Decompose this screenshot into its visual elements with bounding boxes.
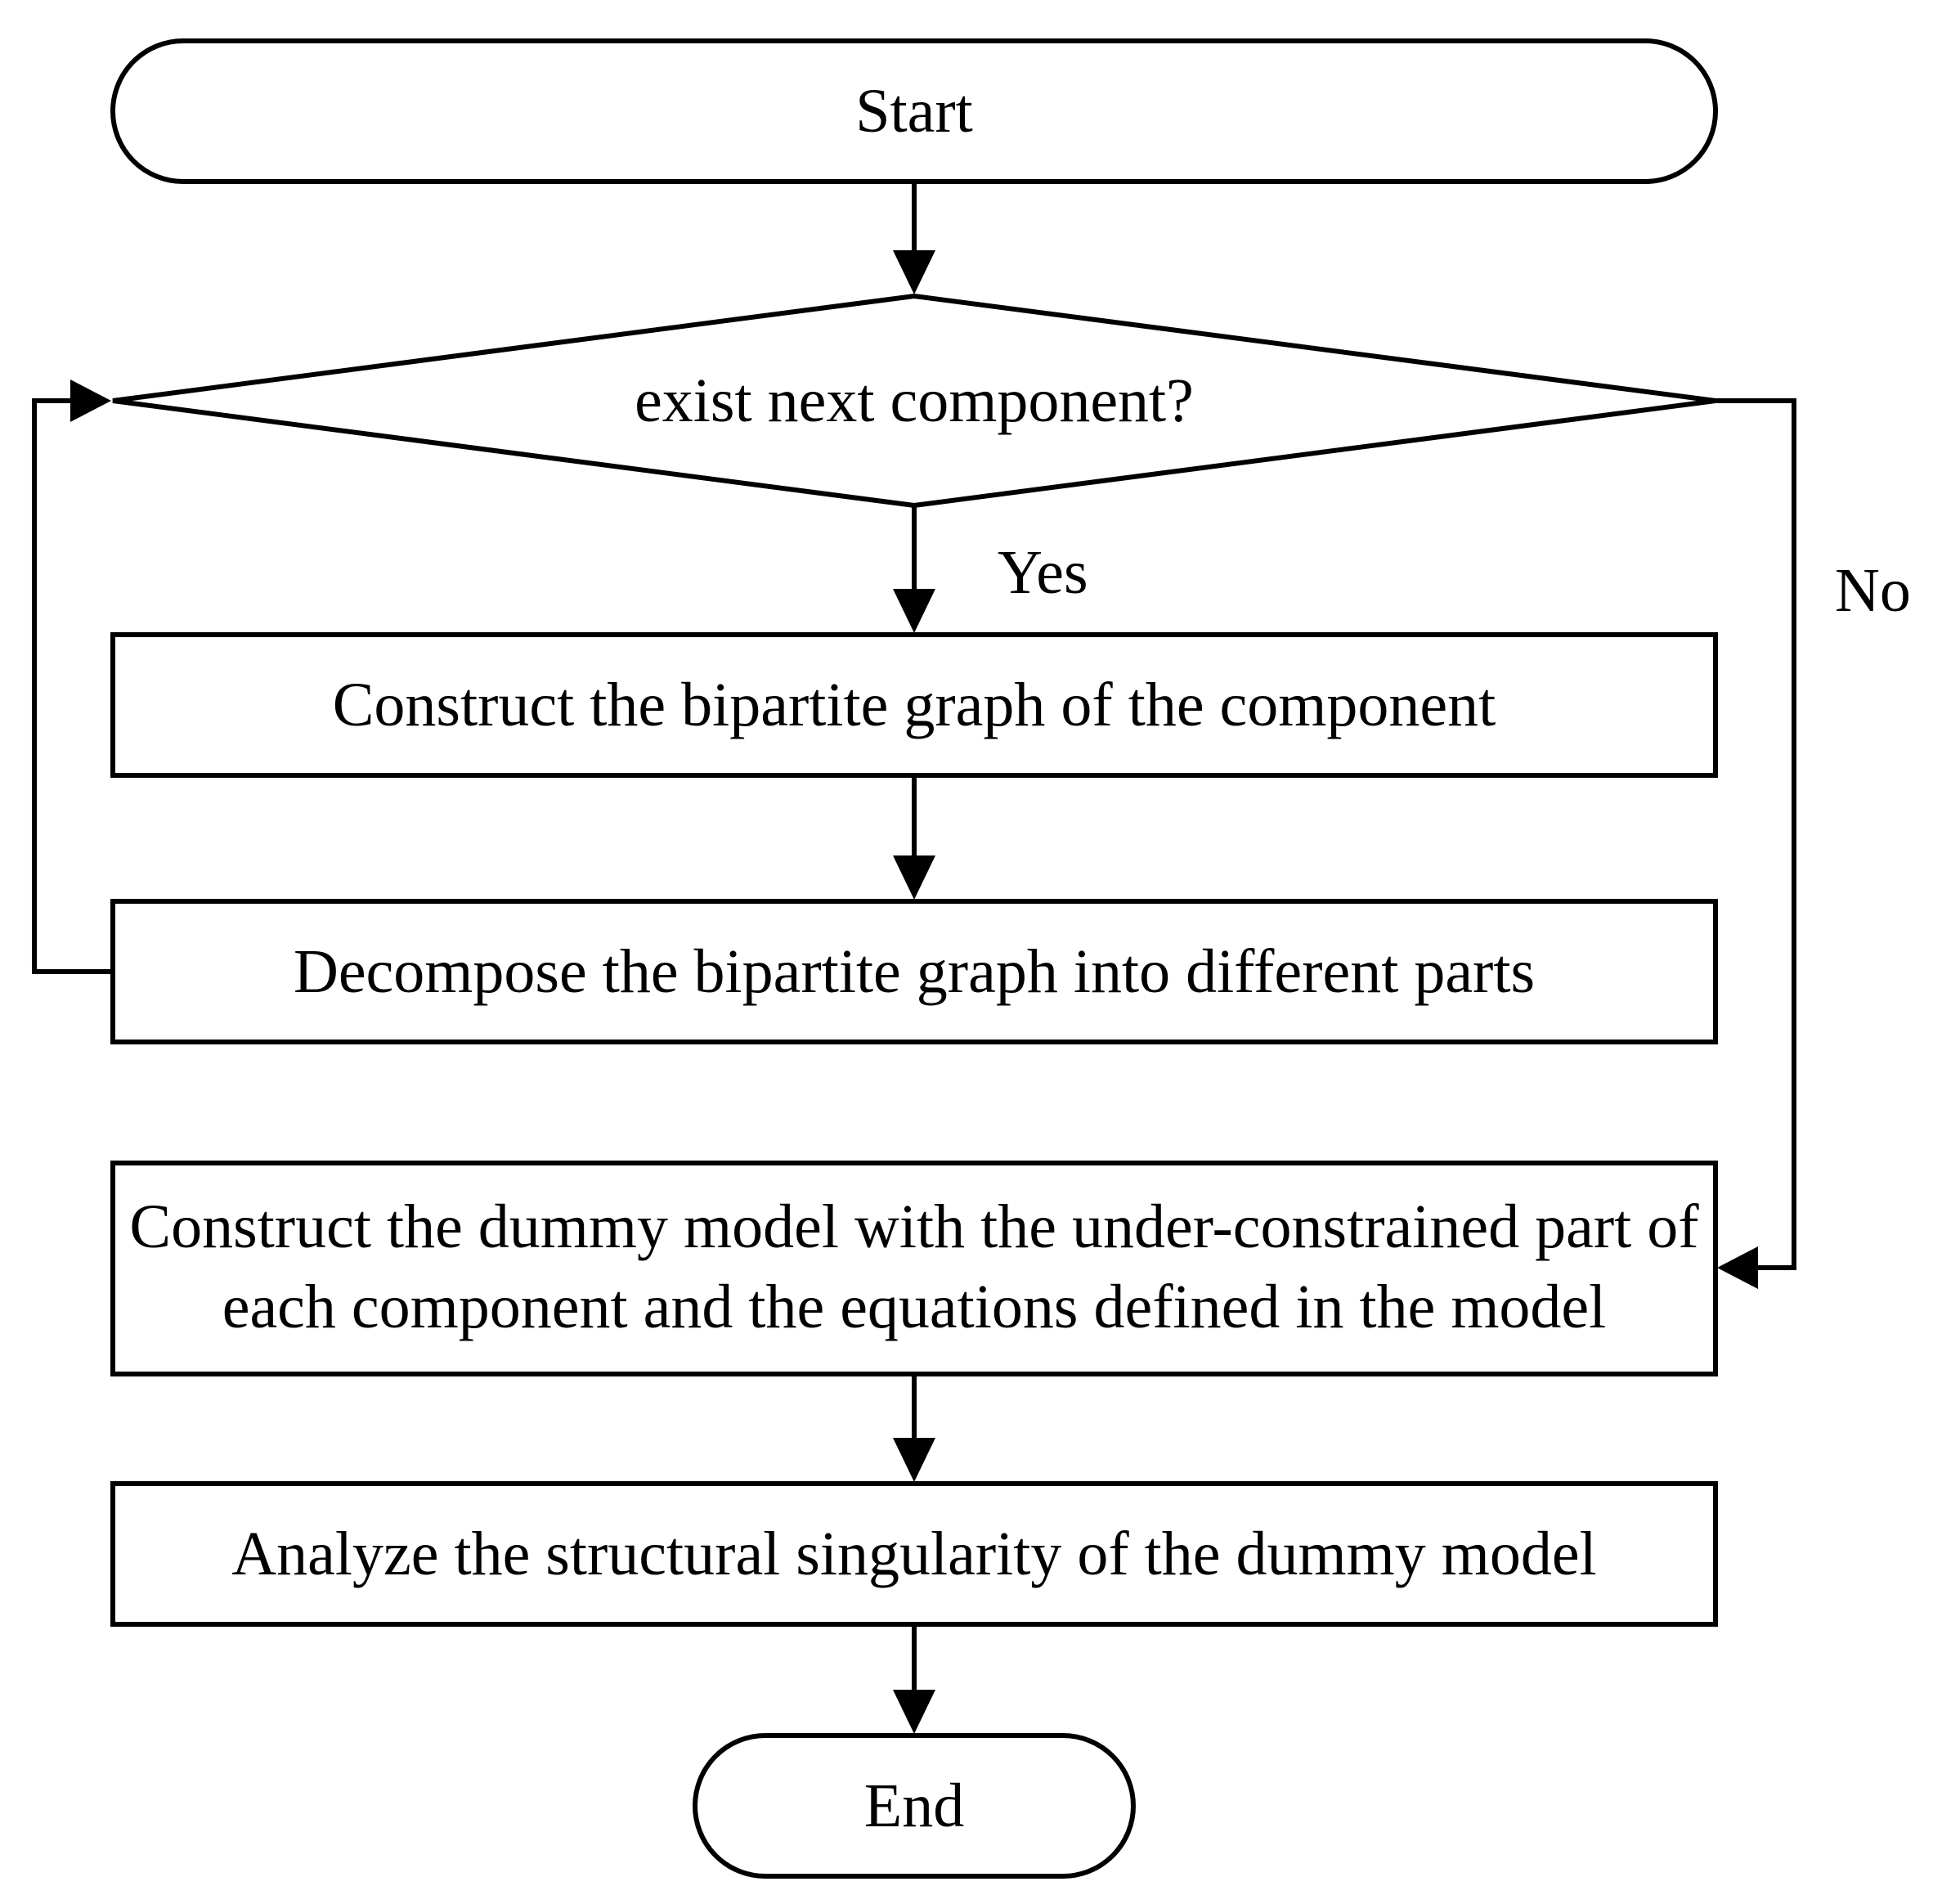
arrowhead-loop-back [70,379,111,422]
arrowhead-analyze-to-end [893,1690,935,1734]
end-label: End [864,1772,964,1840]
arrowhead-dummy-to-analyze [893,1438,935,1482]
no-connector [1715,398,1796,1270]
start-label: Start [855,77,973,146]
yes-label: Yes [998,538,1088,607]
arrowhead-yes [893,589,935,633]
dummy-model-line2: each component and the equations defined… [222,1273,1607,1341]
analyze-label: Analyze the structural singularity of th… [231,1520,1596,1588]
arrowhead-no [1717,1246,1758,1289]
no-label: No [1835,556,1911,625]
construct-graph-label: Construct the bipartite graph of the com… [333,671,1496,739]
arrowhead-construct-to-decompose [893,855,935,900]
decompose-label: Decompose the bipartite graph into diffe… [294,937,1535,1006]
loop-back-connector [32,398,113,974]
dummy-model-line1: Construct the dummy model with the under… [129,1192,1699,1261]
construct-graph-box [110,632,1718,778]
dummy-model-box [110,1161,1718,1376]
end-terminator [693,1733,1136,1879]
arrowhead-start-to-decision [893,250,935,294]
decompose-box [110,899,1718,1044]
analyze-box [110,1481,1718,1627]
decision-label: exist next component? [635,366,1194,435]
